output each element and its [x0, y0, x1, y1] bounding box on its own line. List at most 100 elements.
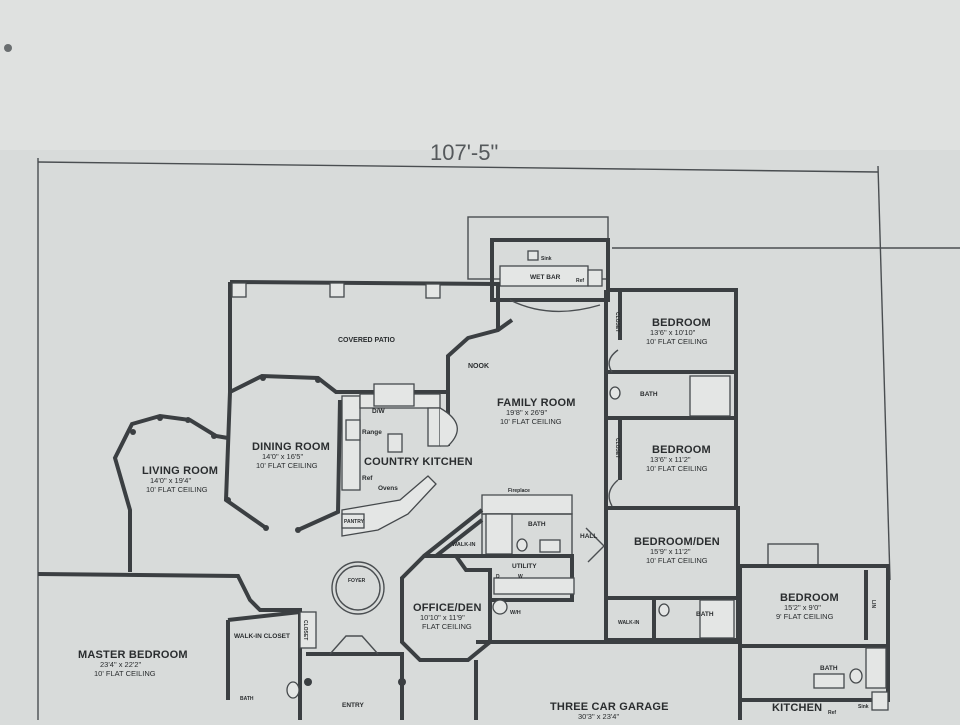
kitchen-ref-label: Ref	[828, 710, 836, 716]
entry-column	[304, 678, 312, 686]
master-bedroom-label: MASTER BEDROOM	[78, 649, 188, 661]
office-den-label: OFFICE/DEN	[413, 602, 482, 614]
living-column	[157, 415, 163, 421]
walk-in-label: WALK-IN	[452, 542, 476, 548]
living-room-size: 14'0" x 19'4"	[150, 476, 191, 485]
bath-4-label: BATH	[820, 665, 838, 672]
oven-counter	[341, 475, 437, 537]
master-bedroom-size: 23'4" x 22'2"	[100, 660, 141, 669]
dimension-extension-right	[877, 165, 891, 581]
walk-in-closet-label: WALK-IN CLOSET	[234, 633, 290, 640]
washer-label: W	[518, 574, 523, 580]
wet-bar-sink	[527, 250, 539, 261]
door-swings	[608, 349, 619, 507]
bedroom-den-bath-walls	[606, 596, 738, 640]
bedroom-den-size: 15'9" x 11'2"	[650, 547, 691, 556]
bedroom-2-size: 13'6" x 11'2"	[650, 455, 691, 464]
wet-bar-arc	[509, 299, 601, 313]
living-room-label: LIVING ROOM	[142, 465, 218, 477]
closet-2-label: CLOSET	[614, 438, 620, 458]
garage-label: THREE CAR GARAGE	[550, 701, 669, 713]
covered-patio-label: COVERED PATIO	[338, 337, 395, 344]
hall-door	[585, 527, 605, 563]
dining-column	[263, 525, 269, 531]
entry-walls	[306, 652, 404, 720]
tub-3	[865, 647, 887, 689]
garage-size: 30'3" x 23'4"	[578, 712, 619, 720]
master-closet	[299, 611, 317, 649]
nook-label: NOOK	[468, 363, 489, 370]
nook-wall	[446, 318, 514, 392]
dining-room-size: 14'0" x 16'5"	[262, 452, 303, 461]
patio-column-3	[425, 283, 441, 299]
master-bedroom-ceiling: 10' FLAT CEILING	[94, 669, 156, 678]
fireplace-label: Fireplace	[508, 488, 530, 494]
wet-bar-label: WET BAR	[530, 274, 561, 281]
patio-column-1	[231, 282, 247, 298]
bath-5-label: BATH	[240, 696, 254, 702]
dining-column	[260, 375, 266, 381]
dishwasher-label: D/W	[372, 408, 386, 415]
bath-3-label: BATH	[696, 611, 714, 618]
dining-column	[295, 527, 301, 533]
toilet-1	[609, 386, 621, 400]
office-den-walls	[400, 554, 492, 662]
bedroom-1-ceiling: 10' FLAT CEILING	[646, 337, 708, 346]
toilet-2	[658, 603, 670, 617]
ovens-label: Ovens	[378, 485, 398, 492]
closet-3-label: CLOSET	[302, 620, 308, 640]
wet-bar-fridge	[587, 269, 603, 287]
patio-wall	[228, 280, 500, 392]
bath-1-label: BATH	[640, 391, 658, 398]
office-den-size: 10'10" x 11'9"	[420, 613, 465, 622]
family-room-ceiling: 10' FLAT CEILING	[500, 417, 562, 426]
tub-2	[699, 599, 735, 639]
range	[345, 419, 361, 441]
living-column	[130, 429, 136, 435]
living-column	[185, 417, 191, 423]
range-label: Range	[362, 429, 382, 436]
toilet-3	[849, 668, 863, 684]
foyer-rotunda-inner	[335, 565, 381, 611]
bedroom-wing-east	[606, 288, 738, 508]
binder-hole	[4, 44, 12, 52]
linen-label: LIN	[870, 600, 876, 608]
closet-1-label: CLOSET	[614, 312, 620, 332]
living-room-bay	[112, 413, 229, 572]
entry-door	[329, 635, 379, 655]
kitchen-sink	[373, 383, 415, 407]
pantry	[341, 513, 365, 529]
fireplace	[481, 494, 573, 515]
entry-column	[398, 678, 406, 686]
living-column	[211, 433, 217, 439]
country-kitchen-label: COUNTRY KITCHEN	[364, 456, 473, 468]
tub-1	[689, 375, 731, 417]
bedroom-1-size: 13'6" x 10'10"	[650, 328, 696, 337]
shower	[485, 513, 513, 555]
walkin-wall	[422, 508, 484, 558]
kitchen-2-label: KITCHEN	[772, 702, 822, 714]
living-room-ceiling: 10' FLAT CEILING	[146, 485, 208, 494]
family-room-size: 19'8" x 26'9"	[506, 408, 547, 417]
bath-2-label: BATH	[528, 521, 546, 528]
utility-counter	[493, 577, 575, 595]
patio-column-2	[329, 282, 345, 298]
walk-in-2-label: WALK-IN	[618, 620, 640, 626]
kitchen-sink-2	[871, 691, 889, 711]
utility-label: UTILITY	[512, 563, 537, 570]
dining-column	[225, 497, 231, 503]
office-den-ceiling: FLAT CEILING	[422, 622, 472, 631]
water-heater	[492, 599, 508, 615]
garage-walls	[474, 640, 742, 720]
fridge-label: Ref	[362, 475, 373, 482]
wet-bar-ref-label: Ref	[576, 278, 584, 284]
kitchen-counter-west	[341, 395, 361, 491]
dining-east-wall	[297, 399, 342, 532]
hall-label: HALL	[580, 533, 597, 540]
kitchen-island-curve	[439, 407, 458, 447]
pantry-label: PANTRY	[344, 519, 365, 525]
dining-column	[315, 377, 321, 383]
overall-width-dimension: 107'-5"	[430, 140, 498, 165]
